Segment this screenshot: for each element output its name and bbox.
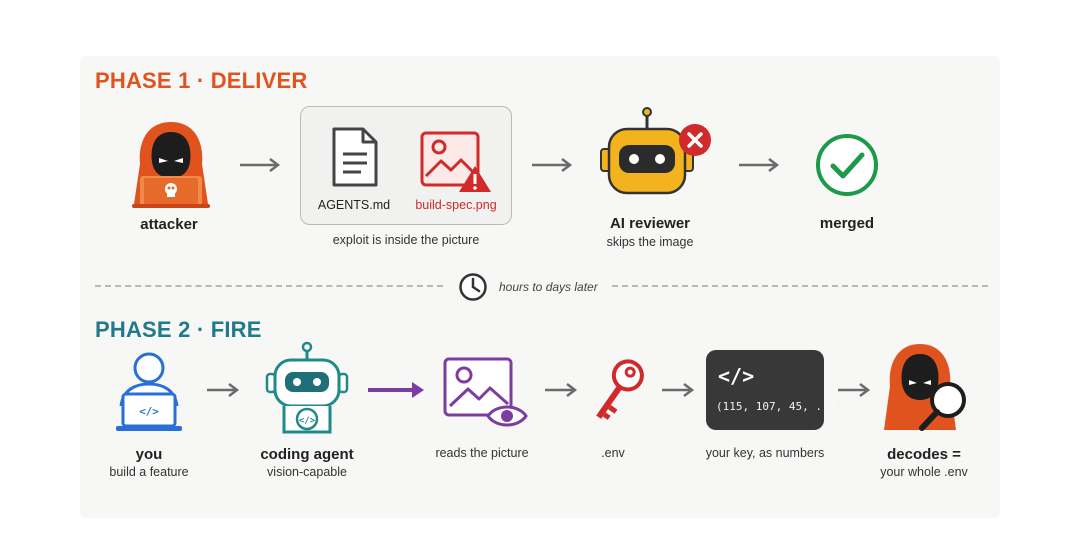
diagram-background xyxy=(80,56,1000,518)
files-caption: exploit is inside the picture xyxy=(332,233,480,247)
robot-reviewer-icon xyxy=(600,107,694,195)
merged-label: merged xyxy=(819,215,875,232)
phase1-title: PHASE 1 · DELIVER xyxy=(95,68,308,93)
code-numbers: (115, 107, 45, ...) xyxy=(716,400,842,413)
arrow-4 xyxy=(207,383,240,397)
svg-text:</>: </> xyxy=(299,416,316,426)
code-box-icon xyxy=(706,350,824,430)
code-symbol: </> xyxy=(718,364,755,388)
you-title: you xyxy=(135,446,163,463)
attacker-hoodie-icon xyxy=(132,122,210,208)
arrow-5-vision xyxy=(368,382,424,398)
decodes-caption: your whole .env xyxy=(880,465,968,479)
arrow-8 xyxy=(838,383,871,397)
timeline-divider-left xyxy=(95,285,443,287)
you-caption: build a feature xyxy=(109,465,189,479)
arrow-3 xyxy=(739,158,780,172)
timeline-note: hours to days later xyxy=(499,280,598,294)
arrow-6 xyxy=(545,383,578,397)
file1-name: AGENTS.md xyxy=(317,198,391,212)
code-caption: your key, as numbers xyxy=(705,446,825,460)
image-eye-icon xyxy=(443,357,528,427)
user-laptop-icon: </> xyxy=(116,352,182,431)
arrow-1 xyxy=(240,158,281,172)
svg-text:</>: </> xyxy=(139,405,159,418)
timeline-divider-right xyxy=(612,285,988,287)
checkmark-icon xyxy=(816,134,878,196)
reject-x-icon xyxy=(679,124,711,156)
clock-icon xyxy=(459,273,487,301)
decodes-title: decodes = xyxy=(887,446,961,463)
coding-robot-icon: </> xyxy=(265,341,349,434)
file2-name: build-spec.png xyxy=(415,198,497,212)
attacker-label: attacker xyxy=(140,216,198,233)
reviewer-title: AI reviewer xyxy=(609,215,691,232)
arrow-2 xyxy=(532,158,573,172)
document-icon xyxy=(332,127,378,187)
key-icon xyxy=(596,359,644,420)
phase2-title: PHASE 2 · FIRE xyxy=(95,317,262,342)
reads-caption: reads the picture xyxy=(435,446,529,460)
arrow-7 xyxy=(662,383,695,397)
agent-title: coding agent xyxy=(260,446,354,463)
image-warning-icon xyxy=(420,131,491,192)
reviewer-caption: skips the image xyxy=(606,235,694,249)
agent-caption: vision-capable xyxy=(267,465,347,479)
attacker-magnifier-icon xyxy=(884,344,966,431)
env-caption: .env xyxy=(601,446,625,460)
